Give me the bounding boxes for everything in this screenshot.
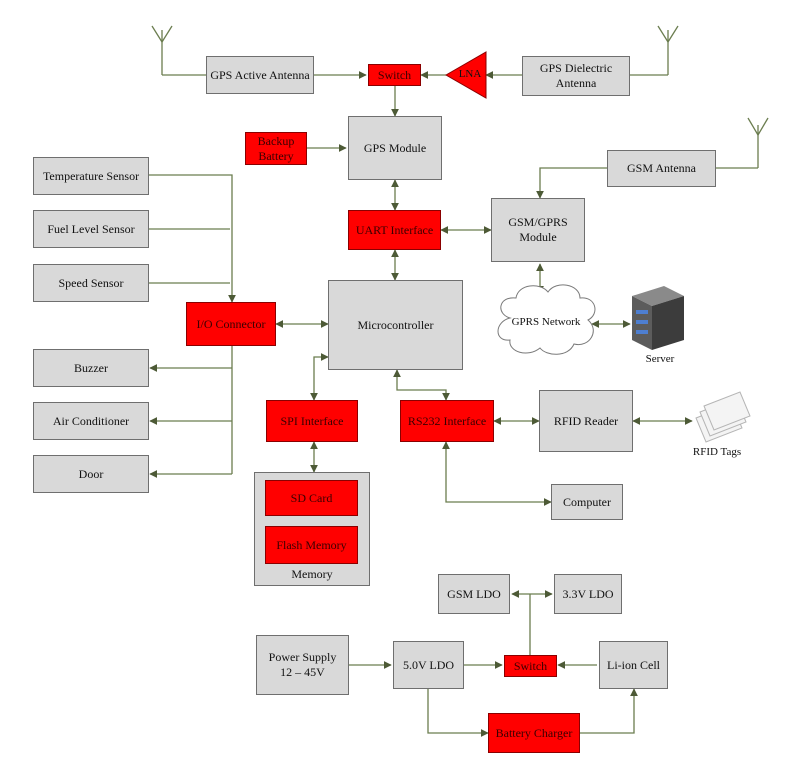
power-supply-block: Power Supply 12 – 45V	[256, 635, 349, 695]
battery-charger-block: Battery Charger	[488, 713, 580, 753]
gps-active-antenna-block: GPS Active Antenna	[206, 56, 314, 94]
sd-card-block: SD Card	[265, 480, 358, 516]
gps-switch-block: Switch	[368, 64, 421, 86]
lna-amplifier-shape	[444, 51, 487, 99]
microcontroller-block: Microcontroller	[328, 280, 463, 370]
rs232-interface-block: RS232 Interface	[400, 400, 494, 442]
fuel-level-sensor-block: Fuel Level Sensor	[33, 210, 149, 248]
memory-label: Memory	[291, 567, 333, 581]
uart-interface-block: UART Interface	[348, 210, 441, 250]
backup-battery-block: Backup Battery	[245, 132, 307, 165]
rfid-tags-icon	[695, 391, 751, 443]
rfid-tags-label: RFID Tags	[692, 446, 742, 458]
gps-active-antenna-icon	[151, 25, 206, 76]
gprs-network-label: GPRS Network	[511, 316, 581, 328]
flash-memory-block: Flash Memory	[265, 526, 358, 564]
server-icon	[632, 286, 684, 350]
speed-sensor-block: Speed Sensor	[33, 264, 149, 302]
gsm-gprs-module-block: GSM/GPRS Module	[491, 198, 585, 262]
temperature-sensor-block: Temperature Sensor	[33, 157, 149, 195]
power-switch-block: Switch	[504, 655, 557, 677]
lna-label: LNA	[458, 68, 482, 80]
computer-block: Computer	[551, 484, 623, 520]
gsm-antenna-icon	[716, 117, 769, 169]
spi-interface-block: SPI Interface	[266, 400, 358, 442]
air-conditioner-block: Air Conditioner	[33, 402, 149, 440]
server-label: Server	[645, 353, 675, 365]
gps-dielectric-antenna-icon	[630, 25, 679, 76]
gps-dielectric-antenna-block: GPS Dielectric Antenna	[522, 56, 630, 96]
li-ion-cell-block: Li-ion Cell	[599, 641, 668, 689]
io-connector-block: I/O Connector	[186, 302, 276, 346]
rfid-reader-block: RFID Reader	[539, 390, 633, 452]
gsm-antenna-block: GSM Antenna	[607, 150, 716, 187]
gprs-network-cloud-icon	[497, 284, 596, 355]
gsm-ldo-block: GSM LDO	[438, 574, 510, 614]
door-block: Door	[33, 455, 149, 493]
ldo-3v3-block: 3.3V LDO	[554, 574, 622, 614]
gps-module-block: GPS Module	[348, 116, 442, 180]
buzzer-block: Buzzer	[33, 349, 149, 387]
ldo-5v-block: 5.0V LDO	[393, 641, 464, 689]
